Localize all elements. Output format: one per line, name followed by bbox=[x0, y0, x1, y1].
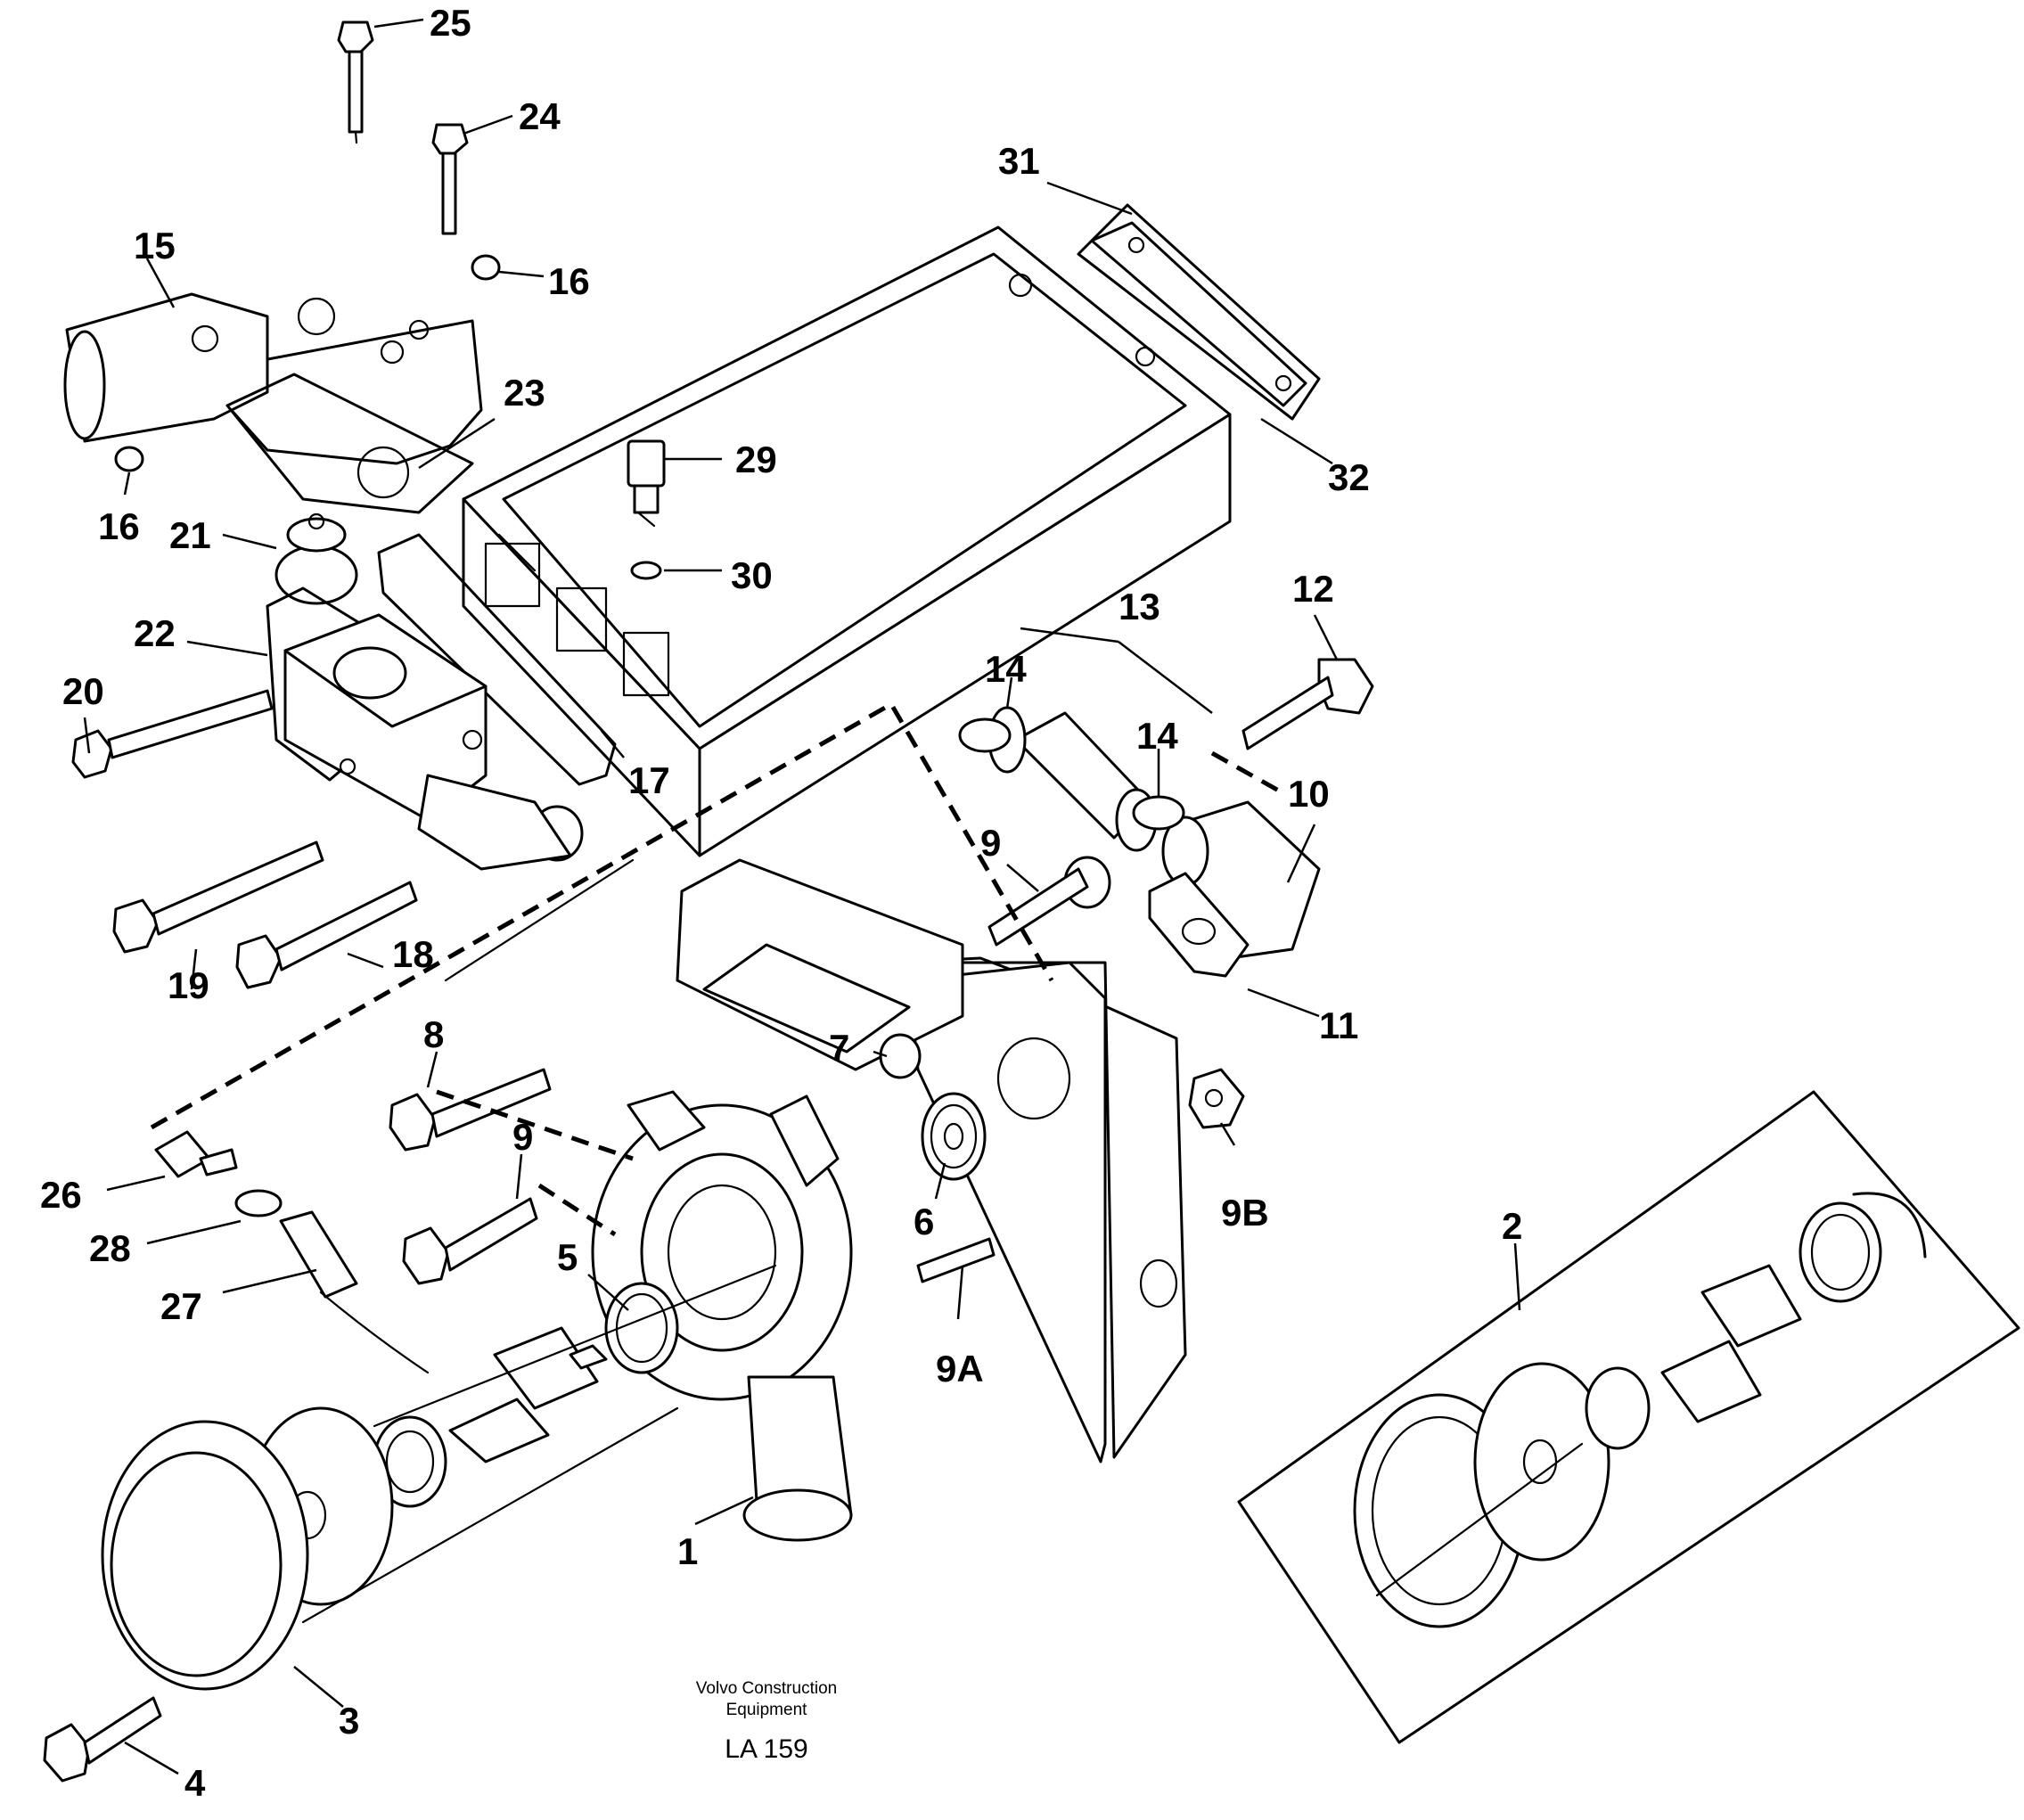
callout-1: 1 bbox=[677, 1530, 698, 1572]
bolt-20 bbox=[71, 689, 274, 779]
cover-3 bbox=[101, 1420, 309, 1691]
callout-9-lower: 9 bbox=[512, 1116, 533, 1158]
callout-12: 12 bbox=[1292, 568, 1334, 610]
callout-27: 27 bbox=[160, 1285, 202, 1327]
hose-13 bbox=[987, 706, 1158, 852]
bolt-8 bbox=[389, 1068, 552, 1152]
callout-18: 18 bbox=[392, 933, 434, 975]
seal-assembly bbox=[373, 1415, 447, 1508]
plug-16-left bbox=[114, 446, 144, 472]
kit-parts bbox=[1353, 1192, 1927, 1628]
thermostat-housing-cover bbox=[63, 292, 483, 465]
gasket-11 bbox=[1148, 872, 1250, 978]
pin-9a bbox=[916, 1237, 996, 1283]
assembly-line-upper bbox=[150, 701, 1054, 1130]
impeller-shaft bbox=[448, 1326, 608, 1463]
callout-16-top: 16 bbox=[548, 260, 590, 302]
callout-2: 2 bbox=[1502, 1205, 1522, 1247]
callout-28: 28 bbox=[89, 1227, 131, 1269]
callout-9-upper: 9 bbox=[980, 822, 1001, 864]
drive-gear bbox=[921, 1092, 987, 1181]
callout-21: 21 bbox=[169, 514, 211, 556]
callout-5: 5 bbox=[557, 1236, 578, 1278]
bolt-24 bbox=[431, 123, 469, 235]
thermostat bbox=[275, 512, 358, 605]
callout-11: 11 bbox=[1319, 1004, 1358, 1046]
o-ring-7 bbox=[879, 1033, 922, 1079]
assembly-line-lower bbox=[537, 1183, 617, 1237]
callout-8: 8 bbox=[423, 1013, 444, 1055]
bolt-25 bbox=[337, 20, 374, 144]
kit-box bbox=[1237, 1090, 2020, 1744]
bolt-9-upper bbox=[987, 856, 1111, 947]
callout-10: 10 bbox=[1288, 773, 1330, 815]
bolt-18 bbox=[235, 881, 418, 989]
callout-17: 17 bbox=[628, 759, 670, 801]
callout-9b: 9B bbox=[1221, 1192, 1269, 1234]
fitting-26 bbox=[154, 1130, 238, 1178]
pressure-sensor bbox=[627, 439, 666, 528]
manifold-block bbox=[462, 225, 1232, 857]
callout-6: 6 bbox=[914, 1201, 934, 1242]
assembly-line-mid bbox=[436, 1089, 634, 1161]
callout-15: 15 bbox=[134, 225, 176, 266]
hose-27 bbox=[279, 1210, 358, 1299]
callout-14-a: 14 bbox=[985, 648, 1027, 690]
assembly-line-right bbox=[1210, 750, 1285, 796]
callout-13: 13 bbox=[1119, 586, 1160, 627]
gasket-17 bbox=[377, 533, 617, 786]
end-plate bbox=[1077, 203, 1321, 421]
callout-22: 22 bbox=[134, 612, 176, 654]
caption-line-2: Equipment bbox=[726, 1701, 808, 1719]
thermostat-housing bbox=[266, 586, 584, 871]
hose-clamp-14-a bbox=[958, 717, 1012, 753]
callout-16-left: 16 bbox=[98, 505, 140, 547]
bolt-4 bbox=[43, 1696, 162, 1783]
hose-clamp-28 bbox=[234, 1189, 283, 1217]
callout-3: 3 bbox=[339, 1700, 359, 1742]
callout-labels: 25 24 15 16 16 23 21 22 20 17 18 19 29 3… bbox=[40, 2, 1522, 1804]
diagram-caption: Volvo Construction Equipment LA 159 bbox=[696, 1679, 837, 1764]
washer-30 bbox=[630, 561, 662, 580]
callout-9a: 9A bbox=[936, 1348, 984, 1390]
callout-7: 7 bbox=[829, 1027, 849, 1069]
callout-19: 19 bbox=[168, 964, 209, 1006]
gasket-23 bbox=[225, 373, 474, 514]
caption-line-1: Volvo Construction bbox=[696, 1679, 837, 1698]
callout-23: 23 bbox=[504, 372, 545, 414]
callout-32: 32 bbox=[1328, 456, 1370, 498]
bolt-19 bbox=[112, 840, 324, 954]
callout-4: 4 bbox=[184, 1762, 206, 1804]
callout-20: 20 bbox=[62, 670, 104, 712]
pump-body bbox=[676, 858, 1187, 1463]
caption-code: LA 159 bbox=[725, 1734, 807, 1764]
hose-clamp-14-b bbox=[1132, 795, 1185, 831]
plug-16-top bbox=[471, 254, 501, 281]
callout-26: 26 bbox=[40, 1174, 82, 1216]
leader-lines bbox=[83, 18, 1521, 1775]
bolt-9-lower bbox=[402, 1197, 538, 1285]
callout-14-b: 14 bbox=[1136, 715, 1178, 757]
bolt-12 bbox=[1241, 658, 1374, 750]
callout-25: 25 bbox=[430, 2, 471, 44]
callout-24: 24 bbox=[519, 95, 561, 137]
nut-9b bbox=[1188, 1068, 1245, 1129]
callout-30: 30 bbox=[731, 554, 773, 596]
callout-31: 31 bbox=[998, 140, 1040, 182]
callout-29: 29 bbox=[735, 439, 777, 480]
